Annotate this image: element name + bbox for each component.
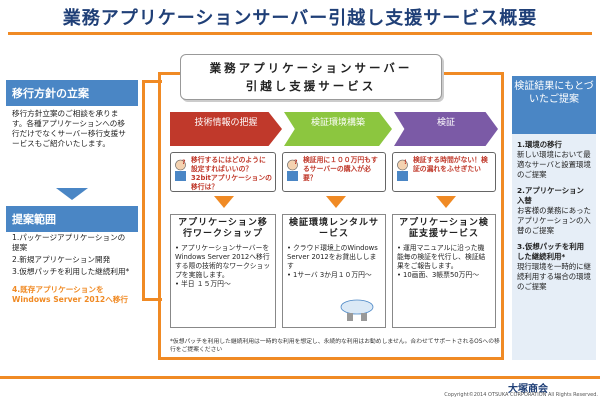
footer-divider bbox=[0, 376, 600, 379]
service-item: 半日 １５万円～ bbox=[175, 280, 271, 289]
proposal-item: 2.アプリケーション入替 お客様の業務にあったアプリケーションの入替のご提案 bbox=[517, 186, 591, 236]
service-title: アプリケーション検証支援サービス bbox=[399, 218, 489, 239]
proposal-item-label: 3.仮想パッチを利用した継続利用* bbox=[517, 242, 585, 261]
phase-env-build: 検証環境構築 bbox=[284, 112, 392, 146]
service-card-verification: アプリケーション検証支援サービス 運用マニュアルに沿った機能毎の検証を代行し、検… bbox=[392, 214, 496, 328]
person-icon: ? bbox=[287, 159, 298, 181]
scope-list: 1.パッケージアプリケーションの提案 2.新規アプリケーション開発 3.仮想パッ… bbox=[6, 228, 138, 358]
service-title: 検証環境レンタルサービス bbox=[288, 218, 379, 239]
svg-text:!: ! bbox=[404, 159, 407, 166]
footnote: *仮想パッチを利用した継続利用は一時的な利用を想定し、永続的な利用はお勧めしませ… bbox=[170, 339, 500, 353]
question-text: 検証する時間がない！検証の漏れをふせぎたい bbox=[413, 156, 488, 173]
service-item: 10画面、3帳票50万円～ bbox=[397, 271, 491, 280]
question-box: ! 検証する時間がない！検証の漏れをふせぎたい bbox=[392, 152, 496, 192]
proposal-item: 3.仮想パッチを利用した継続利用* 現行環境を一時的に継続利用する場合の環境のご… bbox=[517, 242, 591, 292]
phase-tech-info: 技術情報の把握 bbox=[170, 112, 282, 146]
service-item: 運用マニュアルに沿った機能毎の検証を代行し、検証結果をご報告します。 bbox=[397, 244, 491, 271]
proposal-item-label: 1.環境の移行 bbox=[517, 140, 562, 149]
company-logo: 大塚商会 bbox=[508, 384, 548, 395]
scope-item: 1.パッケージアプリケーションの提案 bbox=[12, 233, 126, 252]
question-text: 検証用に１００万円もするサーバーの購入が必要？ bbox=[303, 156, 378, 182]
title-divider bbox=[8, 32, 592, 35]
person-icon: ! bbox=[397, 159, 408, 181]
center-title-line1: 業務アプリケーションサーバー bbox=[209, 61, 413, 75]
svg-text:?: ? bbox=[182, 159, 186, 166]
service-title: アプリケーション移行ワークショップ bbox=[178, 218, 268, 239]
down-arrow-icon bbox=[56, 188, 88, 200]
center-title-line2: 引越し支援サービス bbox=[245, 79, 377, 93]
service-card-workshop: アプリケーション移行ワークショップ アプリケーションサーバーをWindows S… bbox=[170, 214, 276, 328]
policy-header: 移行方針の立案 bbox=[6, 80, 138, 106]
down-arrow-icon bbox=[436, 196, 456, 208]
down-arrow-icon bbox=[214, 196, 234, 208]
connector-line bbox=[142, 80, 145, 301]
proposal-item-label: 2.アプリケーション入替 bbox=[517, 186, 584, 205]
phase-verify: 検証 bbox=[394, 112, 498, 146]
proposal-item: 1.環境の移行 新しい環境において最適なサーバと設置環境のご提案 bbox=[517, 140, 591, 180]
question-box: ? 検証用に１００万円もするサーバーの購入が必要？ bbox=[282, 152, 386, 192]
question-text: 移行するにはどのように設定すればいいの？32bitアプリケーションの移行は？ bbox=[191, 156, 272, 191]
person-icon: ? bbox=[175, 159, 186, 181]
policy-text: 移行方針立案のご相談を承ります。各種アプリケーションへの移行だけでなくサーバー移… bbox=[12, 109, 126, 148]
copyright-text: Copyright©2014 OTSUKA CORPORATION All Ri… bbox=[444, 392, 598, 398]
service-item: クラウド環境上のWindows Server 2012をお貸出しします bbox=[287, 244, 381, 271]
question-box: ? 移行するにはどのように設定すればいいの？32bitアプリケーションの移行は？ bbox=[170, 152, 276, 192]
down-arrow-icon bbox=[326, 196, 346, 208]
center-title: 業務アプリケーションサーバー 引越し支援サービス bbox=[180, 54, 442, 100]
scope-item: 3.仮想パッチを利用した継続利用* bbox=[12, 267, 130, 276]
connector-line bbox=[142, 298, 162, 301]
service-item: アプリケーションサーバーをWindows Server 2012へ移行する際の技… bbox=[175, 244, 271, 280]
proposal-header: 検証結果にもとづいたご提案 bbox=[512, 76, 596, 134]
service-item: 1サーバ 3か月１０万円～ bbox=[287, 271, 381, 280]
proposal-item-desc: 新しい環境において最適なサーバと設置環境のご提案 bbox=[517, 150, 591, 179]
service-card-rental: 検証環境レンタルサービス クラウド環境上のWindows Server 2012… bbox=[282, 214, 386, 328]
scope-header: 提案範囲 bbox=[6, 206, 138, 232]
cloud-icon bbox=[340, 299, 374, 321]
connector-line bbox=[142, 80, 162, 83]
page-title: 業務アプリケーションサーバー引越し支援サービス概要 bbox=[62, 8, 538, 29]
scope-item-highlight: 4.既存アプリケーションをWindows Server 2012へ移行 bbox=[12, 285, 128, 304]
proposal-item-desc: お客様の業務にあったアプリケーションの入替のご提案 bbox=[517, 206, 591, 235]
proposal-list: 1.環境の移行 新しい環境において最適なサーバと設置環境のご提案 2.アプリケー… bbox=[512, 134, 596, 360]
proposal-item-desc: 現行環境を一時的に継続利用する場合の環境のご提案 bbox=[517, 262, 591, 291]
scope-item: 2.新規アプリケーション開発 bbox=[12, 255, 111, 264]
svg-text:?: ? bbox=[294, 159, 298, 166]
